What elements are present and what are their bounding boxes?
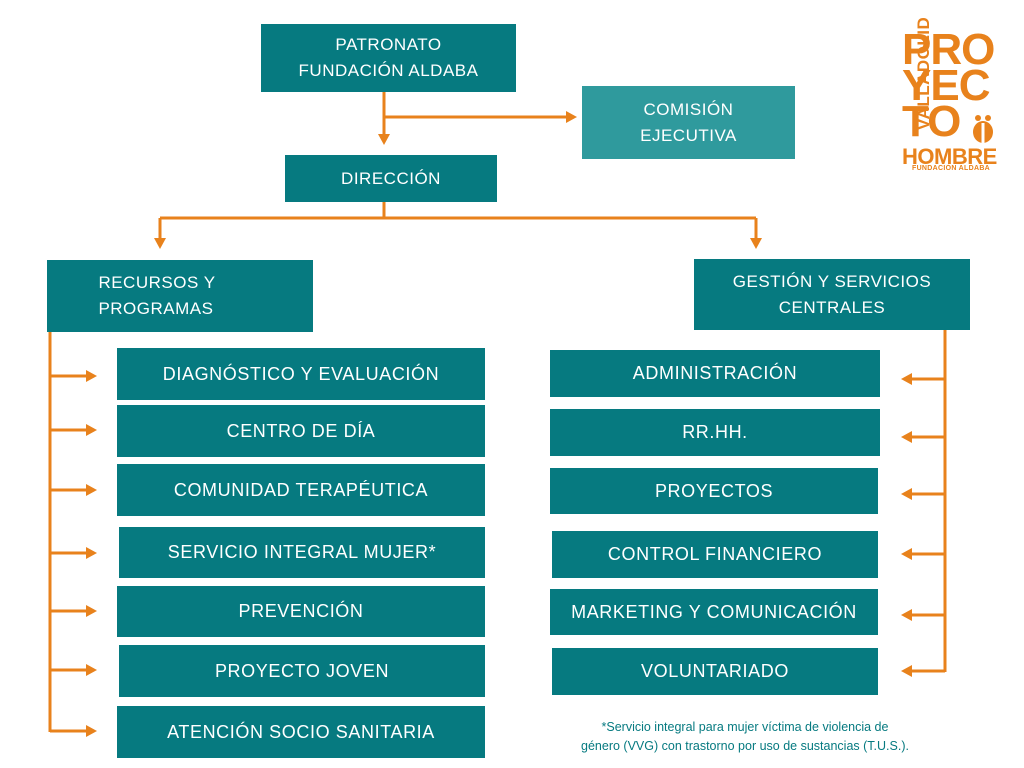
right-branch [901,373,945,385]
left-branch [50,725,97,737]
left-item-comunidad: COMUNIDAD TERAPÉUTICA [117,464,485,516]
gestion-servicios-box: GESTIÓN Y SERVICIOS CENTRALES [694,259,970,330]
left-item-label: SERVICIO INTEGRAL MUJER* [167,542,437,562]
left-item-label: PREVENCIÓN [238,601,364,621]
left-item-servicio-mujer: SERVICIO INTEGRAL MUJER* [119,527,485,578]
recursos-line2: PROGRAMAS [98,299,214,318]
right-item-rrhh: RR.HH. [550,409,880,456]
direccion-box: DIRECCIÓN [285,155,497,202]
left-item-prevencion: PREVENCIÓN [117,586,485,637]
right-item-administracion: ADMINISTRACIÓN [550,350,880,397]
left-item-label: ATENCIÓN SOCIO SANITARIA [167,721,435,742]
left-item-label: DIAGNÓSTICO Y EVALUACIÓN [162,363,440,384]
left-item-proyecto-joven: PROYECTO JOVEN [119,645,485,697]
right-branch [901,548,945,560]
footnote-line2: género (VVG) con trastorno por uso de su… [581,739,909,753]
right-branch [901,665,945,677]
comision-line2: EJECUTIVA [640,125,737,145]
gestion-line2: CENTRALES [778,297,886,317]
patronato-line2: FUNDACIÓN ALDABA [298,61,479,80]
left-item-label: COMUNIDAD TERAPÉUTICA [173,479,429,500]
arrow-to-right-header [750,238,762,249]
proyecto-hombre-logo: VALLADOLID PRO YEC TO HOMBRE FUNDACIÓN A… [880,17,1004,180]
recursos-programas-box: RECURSOS Y PROGRAMAS [47,260,313,332]
right-item-label: ADMINISTRACIÓN [632,363,798,383]
left-branch [50,605,97,617]
left-branch [50,547,97,559]
left-branch [50,484,97,496]
logo-to: TO [902,97,961,146]
right-item-label: MARKETING Y COMUNICACIÓN [571,601,857,622]
right-item-control-financiero: CONTROL FINANCIERO [552,531,878,578]
direccion-label: DIRECCIÓN [341,168,441,188]
right-item-label: RR.HH. [682,422,748,442]
recursos-line1: RECURSOS Y [98,273,216,292]
left-branch [50,370,97,382]
right-item-marketing: MARKETING Y COMUNICACIÓN [550,589,878,635]
footnote-line1: *Servicio integral para mujer víctima de… [601,720,889,734]
left-item-diagnostico: DIAGNÓSTICO Y EVALUACIÓN [117,348,485,400]
arrow-to-comision [566,111,577,123]
comision-ejecutiva-box: COMISIÓN EJECUTIVA [582,86,795,159]
logo-yec: YEC [902,61,990,110]
right-item-proyectos: PROYECTOS [550,468,878,514]
left-item-label: PROYECTO JOVEN [214,660,390,681]
right-item-label: VOLUNTARIADO [641,661,789,681]
logo-hombre: HOMBRE [902,144,997,169]
gestion-line1: GESTIÓN Y SERVICIOS [732,271,932,291]
right-branch [901,609,945,621]
comision-line1: COMISIÓN [643,99,734,119]
right-item-label: PROYECTOS [654,480,774,501]
left-item-atencion-socio: ATENCIÓN SOCIO SANITARIA [117,706,485,758]
footnote: *Servicio integral para mujer víctima de… [540,718,950,756]
left-item-centro-dia: CENTRO DE DÍA [117,405,485,457]
left-item-label: CENTRO DE DÍA [226,420,376,441]
right-branch [901,488,945,500]
logo-fundacion: FUNDACIÓN ALDABA [912,165,991,172]
logo-pro: PRO [902,25,995,74]
left-branch [50,664,97,676]
patronato-line1: PATRONATO [335,35,442,54]
right-branch [901,431,945,443]
arrow-to-left-header [154,238,166,249]
left-branch [50,424,97,436]
patronato-box: PATRONATO FUNDACIÓN ALDABA [261,24,516,92]
right-item-label: CONTROL FINANCIERO [607,544,823,564]
arrow-to-direccion [378,134,390,145]
logo-figure-icon [973,115,993,143]
right-item-voluntariado: VOLUNTARIADO [552,648,878,695]
